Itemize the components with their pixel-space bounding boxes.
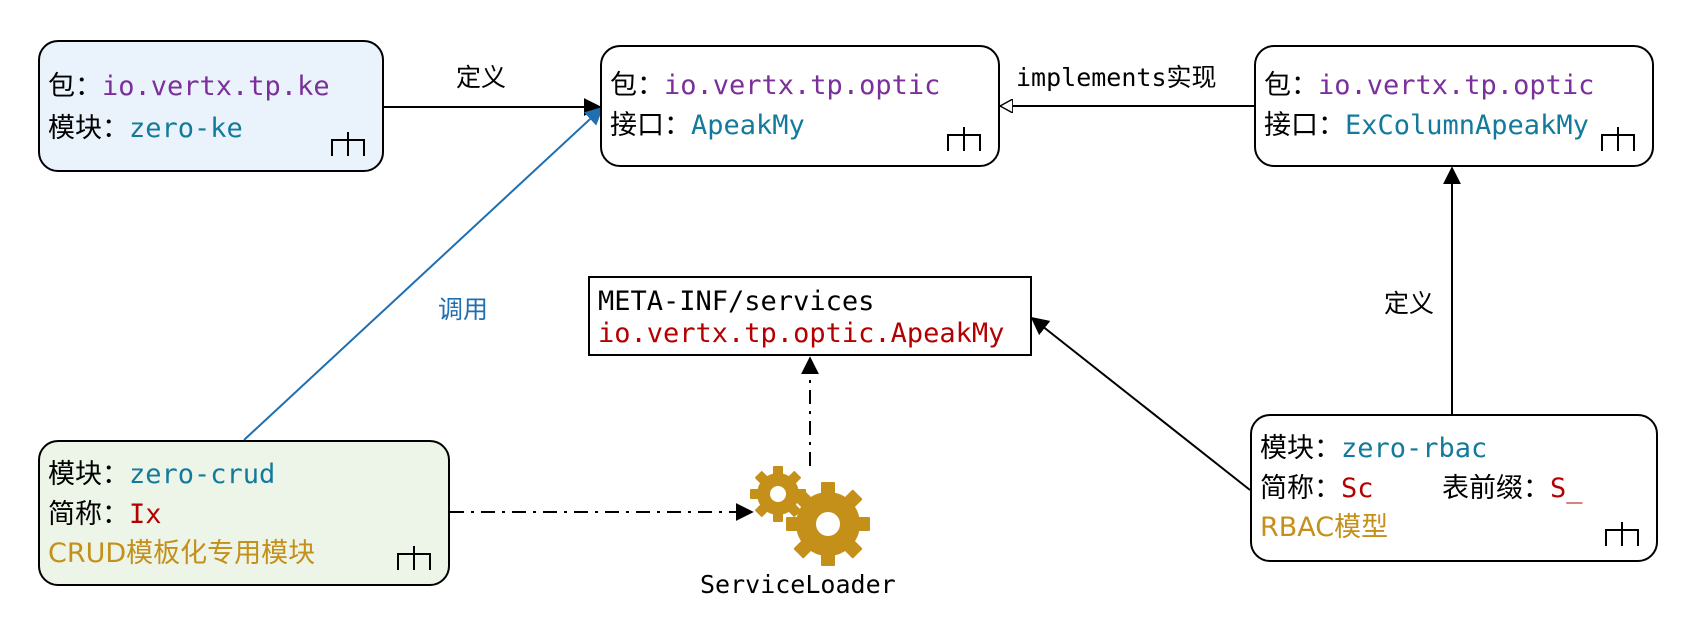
module-box-zero-ke: 包：io.vertx.tp.ke 模块：zero-ke [38,40,384,172]
interface-box-excolumnapeakmy: 包：io.vertx.tp.optic 接口：ExColumnApeakMy [1254,45,1654,167]
module-key: 模块： [48,459,129,490]
package-key: 包： [1264,70,1318,101]
interface-key: 接口： [610,110,691,141]
table-prefix-key: 表前缀： [1442,473,1550,504]
module-key: 模块： [1260,433,1341,464]
package-name: io.vertx.tp.optic [664,70,941,101]
module-icon [1601,127,1635,151]
service-file-entry: io.vertx.tp.optic.ApeakMy [598,318,1005,349]
package-name: io.vertx.tp.ke [102,71,330,102]
interface-name: ApeakMy [691,110,805,141]
table-prefix-value: S_ [1550,473,1583,504]
edge-label-implements: implements实现 [1016,58,1217,94]
module-box-zero-crud: 模块：zero-crud 简称：Ix CRUD模板化专用模块 [38,440,450,586]
module-key: 模块： [48,113,129,144]
edge-label-define-top: 定义 [456,63,507,92]
module-box-zero-rbac: 模块：zero-rbac 简称：Sc 表前缀：S_ RBAC模型 [1250,414,1658,562]
module-icon [331,132,365,156]
package-key: 包： [610,70,664,101]
module-icon [397,546,431,570]
interface-box-apeakmy: 包：io.vertx.tp.optic 接口：ApeakMy [600,45,1000,167]
edge-label-implements-text: implements实现 [1016,63,1217,92]
service-file-box: META-INF/services io.vertx.tp.optic.Apea… [588,276,1032,356]
module-description: RBAC模型 [1260,512,1389,543]
interface-name: ExColumnApeakMy [1345,110,1589,141]
module-name: zero-rbac [1341,433,1488,464]
module-icon [1605,522,1639,546]
abbr-value: Ix [129,499,162,530]
edge-invoke [243,106,604,441]
edge-label-define-right: 定义 [1384,289,1435,318]
service-file-path: META-INF/services [598,286,875,317]
service-loader-label: ServiceLoader [700,570,896,599]
module-icon [947,127,981,151]
gear-icon [750,466,870,566]
interface-key: 接口： [1264,110,1345,141]
package-key: 包： [48,71,102,102]
edge-rbac-to-meta [1030,316,1251,491]
abbr-key: 简称： [48,499,129,530]
edge-label-invoke: 调用 [438,295,489,324]
module-name: zero-crud [129,459,276,490]
package-name: io.vertx.tp.optic [1318,70,1595,101]
abbr-key: 简称： [1260,473,1341,504]
module-description: CRUD模板化专用模块 [48,538,316,569]
abbr-value: Sc [1341,473,1374,504]
module-name: zero-ke [129,113,243,144]
